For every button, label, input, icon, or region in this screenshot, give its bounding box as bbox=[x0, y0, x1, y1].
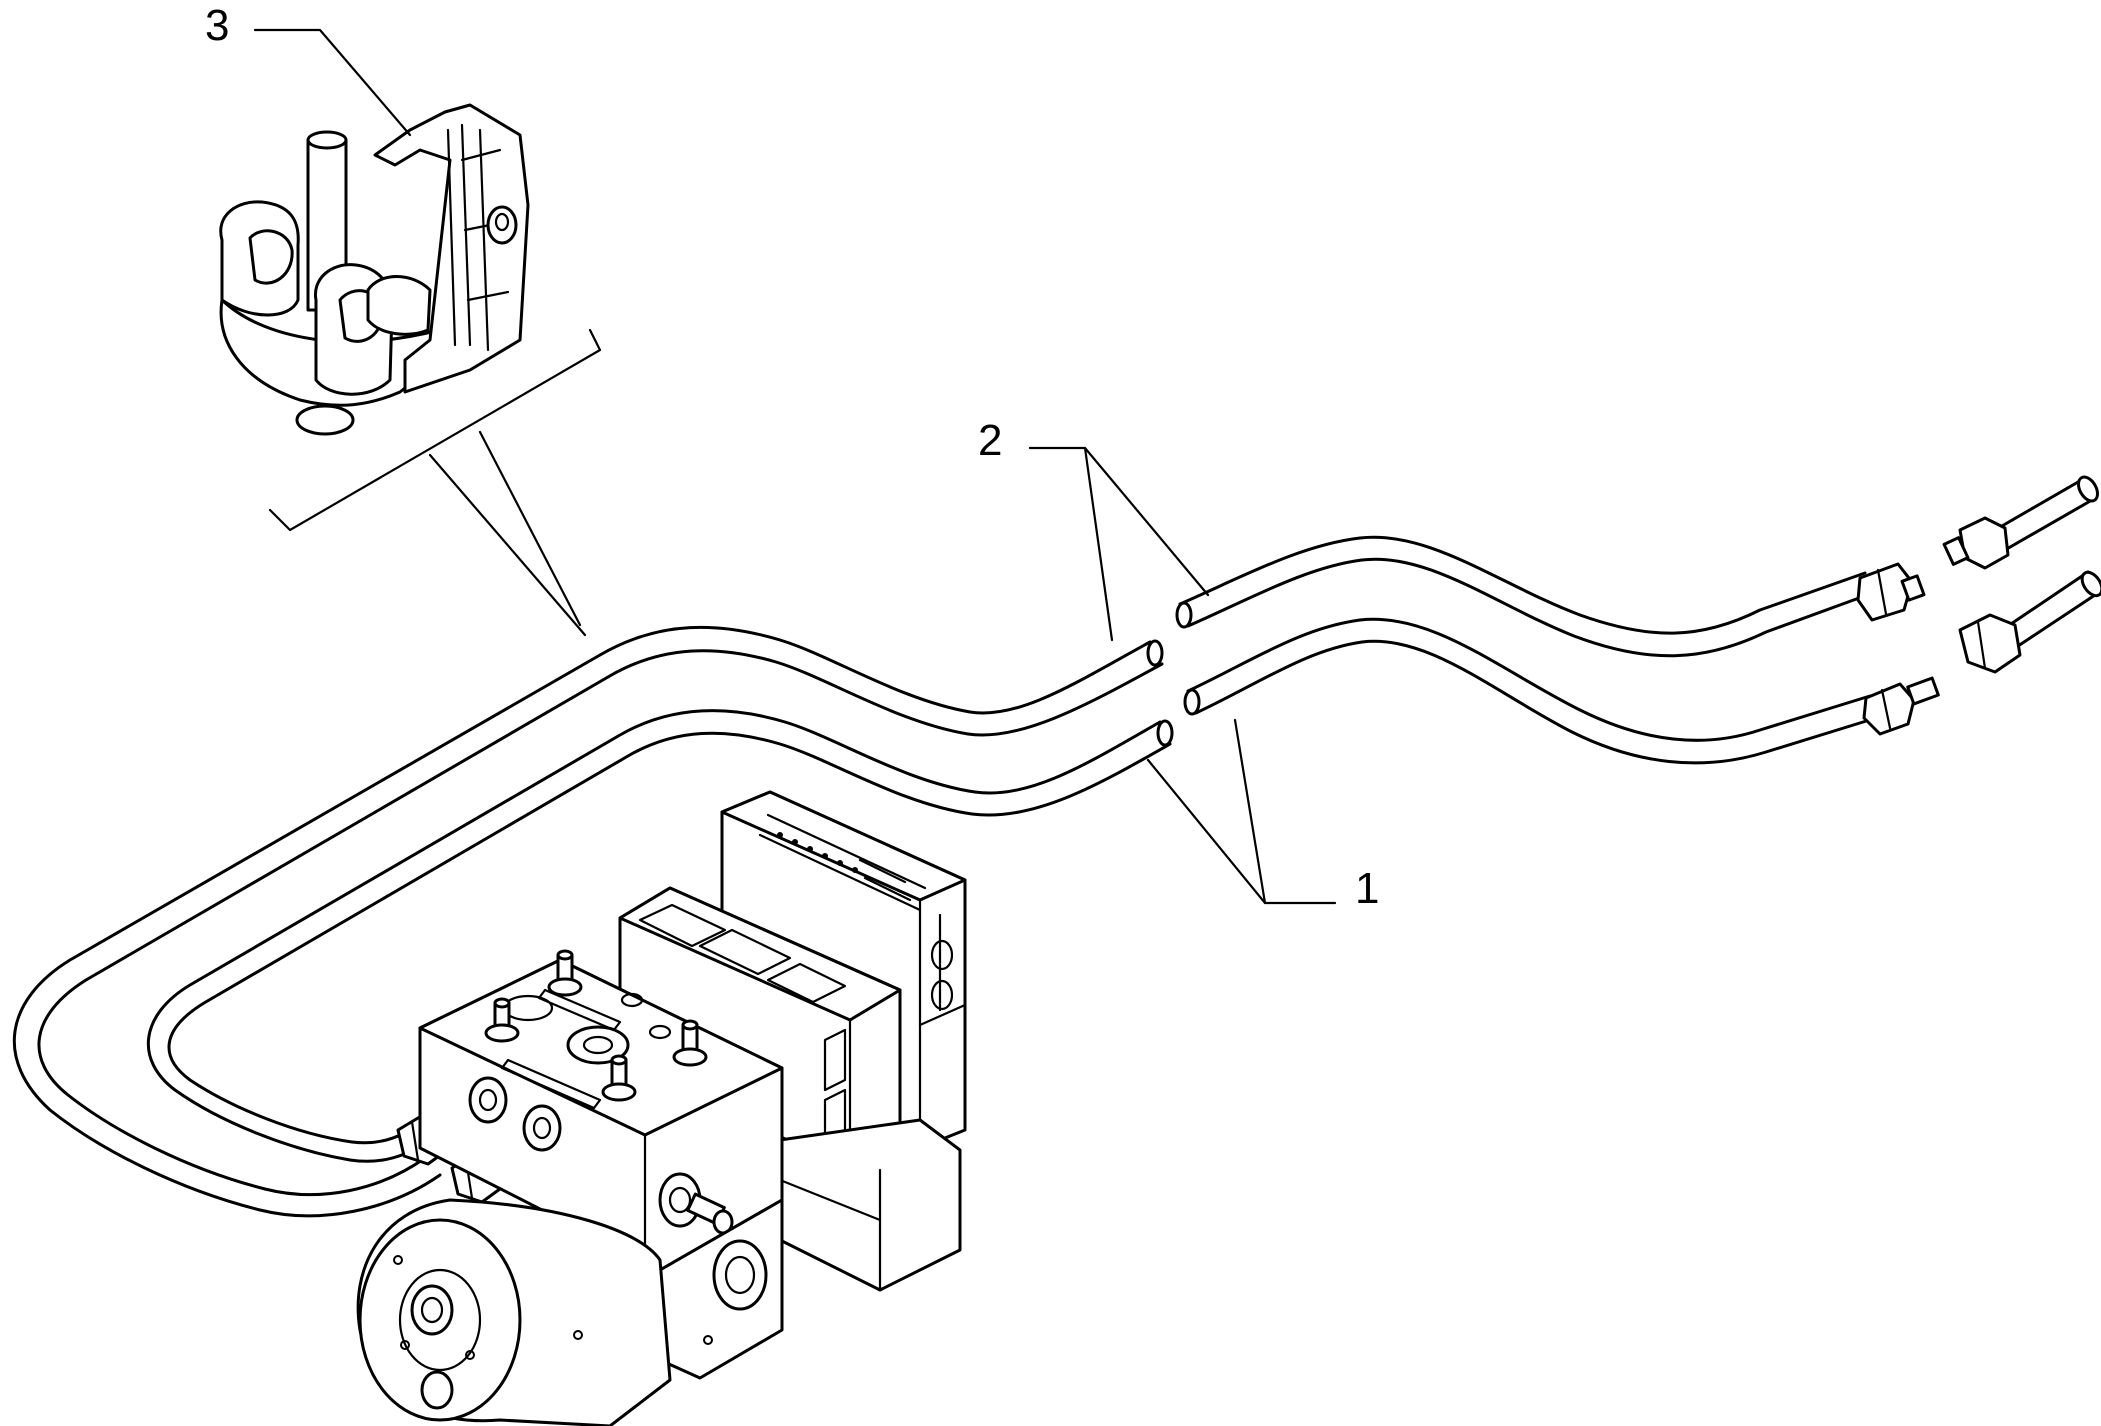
clip-bracket bbox=[268, 328, 602, 532]
pipe-outer-left bbox=[12, 625, 1164, 1218]
pipe-cut-end bbox=[1175, 601, 1193, 629]
callout-3: 3 bbox=[205, 1, 229, 50]
ecu-connector bbox=[758, 813, 927, 912]
leader-2 bbox=[1028, 446, 1210, 597]
clip-leader bbox=[478, 430, 582, 627]
callout-1: 1 bbox=[1355, 864, 1379, 913]
pipe-cut-end bbox=[1156, 719, 1174, 747]
pipe-end-fitting bbox=[1862, 676, 1940, 736]
leader-1 bbox=[1233, 718, 1267, 905]
brake-pipe-icon bbox=[12, 475, 2101, 1218]
pipe-inner-right bbox=[1186, 617, 1878, 765]
pipe-stub-upper bbox=[1942, 475, 2099, 570]
leader-2 bbox=[1083, 446, 1114, 642]
pipe-end-fitting bbox=[1856, 562, 1926, 622]
pipe-outer-right bbox=[1178, 535, 1872, 658]
pipe-clip-icon bbox=[219, 103, 530, 436]
valve-body-front-ports bbox=[468, 1076, 734, 1235]
callout-leaders bbox=[253, 28, 1337, 905]
pipe-cut-end bbox=[1146, 639, 1164, 667]
pipe-stub-lower bbox=[1958, 570, 2101, 674]
pipe-cut-end bbox=[1183, 688, 1201, 716]
leader-3 bbox=[253, 28, 412, 137]
pipe-inner-left bbox=[146, 709, 1172, 1163]
pump-motor bbox=[356, 1198, 672, 1426]
leader-1 bbox=[1146, 758, 1337, 905]
valve-body-ports bbox=[484, 949, 708, 1110]
clip-leader bbox=[428, 453, 587, 637]
callout-2: 2 bbox=[978, 416, 1002, 465]
abs-hydraulic-modulator-icon bbox=[356, 790, 967, 1426]
